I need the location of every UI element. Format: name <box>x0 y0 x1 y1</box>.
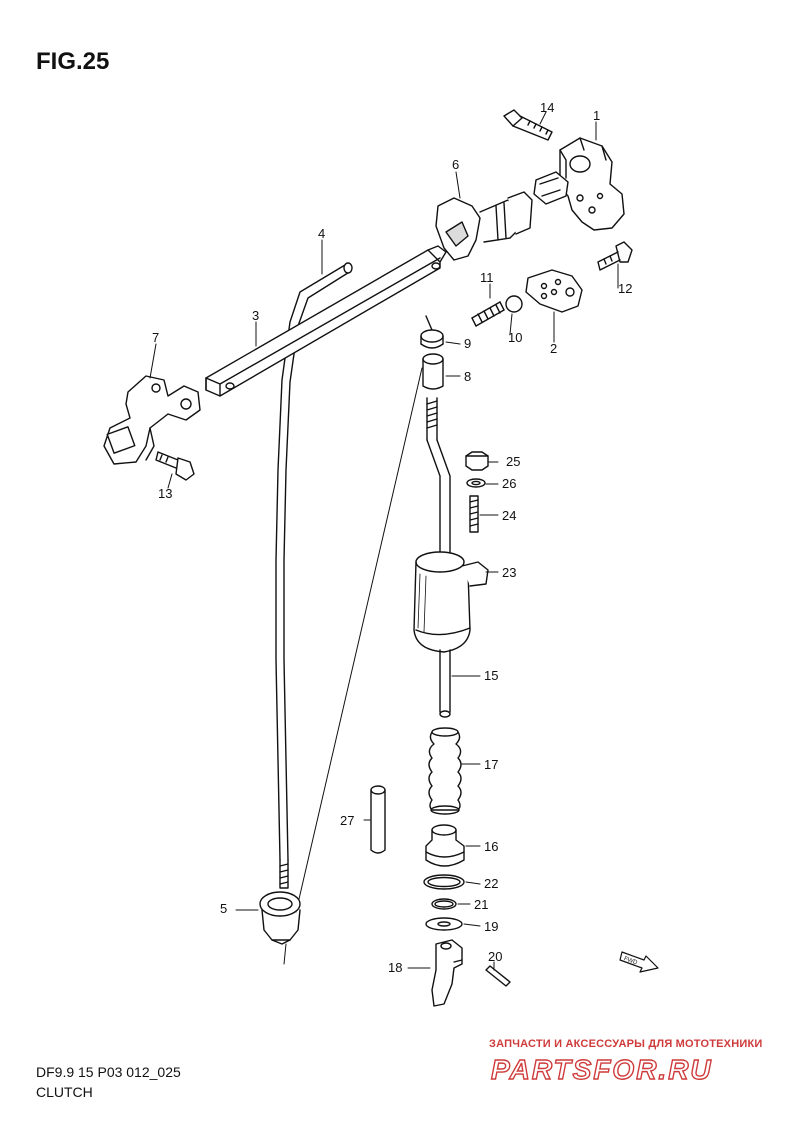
part-13-bolt <box>155 451 195 481</box>
part-16-cap <box>425 824 465 867</box>
figure-title: FIG.25 <box>36 48 110 75</box>
part-5-grommet <box>259 891 301 965</box>
fwd-direction-badge: FWD <box>619 951 659 973</box>
part-2-cam-plate <box>525 269 583 313</box>
callout-24: 24 <box>502 508 516 523</box>
callout-26: 26 <box>502 476 516 491</box>
part-19-washer <box>425 917 463 931</box>
part-18-shift-arm <box>431 939 463 1007</box>
callout-14: 14 <box>540 100 554 115</box>
footer-section-name: CLUTCH <box>36 1084 93 1100</box>
callout-13: 13 <box>158 486 172 501</box>
part-1-lever-bracket <box>533 137 625 231</box>
part-9-nut <box>420 315 444 349</box>
watermark-logo-text: PARTSFOR.RU <box>491 1054 713 1085</box>
part-24-stud <box>469 495 479 533</box>
part-25-nut <box>465 451 489 471</box>
fwd-badge-text: FWD <box>623 956 639 967</box>
callout-21: 21 <box>474 897 488 912</box>
callout-6: 6 <box>452 157 459 172</box>
part-10-ball <box>505 295 523 313</box>
part-7-lever <box>103 375 201 465</box>
callout-15: 15 <box>484 668 498 683</box>
callout-2: 2 <box>550 341 557 356</box>
callout-25: 25 <box>506 454 520 469</box>
callout-19: 19 <box>484 919 498 934</box>
callout-10: 10 <box>508 330 522 345</box>
part-14-bolt <box>503 109 553 141</box>
callout-12: 12 <box>618 281 632 296</box>
part-4-shift-rod <box>275 262 353 889</box>
callout-27: 27 <box>340 813 354 828</box>
callout-23: 23 <box>502 565 516 580</box>
watermark-logo: PARTSFOR.RU <box>490 1053 713 1085</box>
callout-1: 1 <box>593 108 600 123</box>
callout-8: 8 <box>464 369 471 384</box>
part-8-collar <box>422 353 444 390</box>
callout-16: 16 <box>484 839 498 854</box>
footer-model-code: DF9.9 15 P03 012_025 <box>36 1064 181 1080</box>
part-17-boot <box>428 727 462 815</box>
guide-line-8-to-5 <box>295 367 423 913</box>
part-22-o-ring <box>423 874 465 890</box>
callout-9: 9 <box>464 336 471 351</box>
callout-20: 20 <box>488 949 502 964</box>
callout-11: 11 <box>480 270 494 285</box>
part-20-pin <box>485 965 511 987</box>
callout-22: 22 <box>484 876 498 891</box>
part-26-washer <box>466 478 486 488</box>
leader-lines <box>149 111 619 971</box>
part-6-shift-lever <box>435 191 533 261</box>
part-21-o-ring <box>431 898 457 910</box>
callout-18: 18 <box>388 960 402 975</box>
watermark-tagline: ЗАПЧАСТИ И АКСЕССУАРЫ ДЛЯ МОТОТЕХНИКИ <box>489 1038 763 1050</box>
part-15-shift-rod <box>426 397 451 718</box>
part-23-rod-guide <box>413 551 489 653</box>
callout-3: 3 <box>252 308 259 323</box>
part-11-spring <box>471 301 505 327</box>
callout-labels: 1 2 3 4 5 6 7 8 9 10 11 12 13 14 15 16 1… <box>152 100 632 975</box>
callout-7: 7 <box>152 330 159 345</box>
part-12-bolt <box>597 241 633 271</box>
part-27-pin <box>370 785 386 854</box>
callout-4: 4 <box>318 226 325 241</box>
callout-5: 5 <box>220 901 227 916</box>
callout-17: 17 <box>484 757 498 772</box>
part-3-shaft <box>205 245 447 397</box>
